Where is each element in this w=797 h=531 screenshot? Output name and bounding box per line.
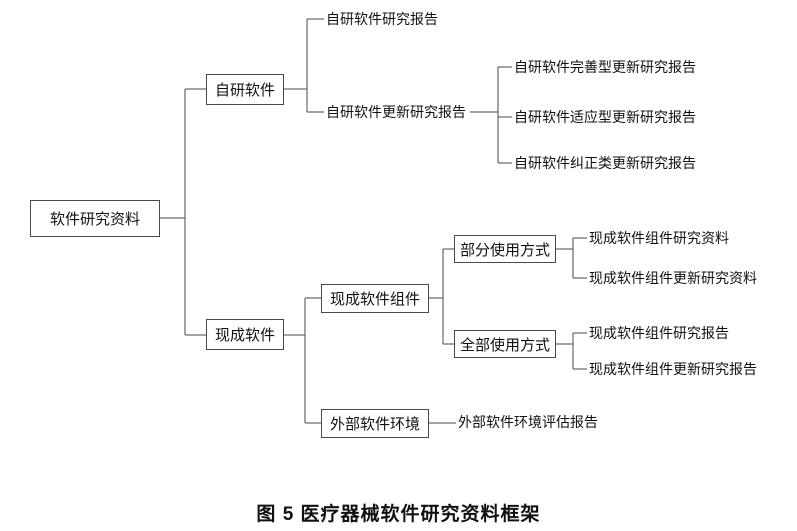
node-partial-use-mode: 部分使用方式 [454,235,556,263]
node-ots-component: 现成软件组件 [321,284,429,313]
node-ots-component-update-research-report: 现成软件组件更新研究报告 [589,361,757,377]
node-label-self-dev: 自研软件 [214,82,275,99]
node-self-developed-software: 自研软件 [206,74,284,105]
node-label-full-use: 全部使用方式 [459,336,550,354]
node-external-environment-assessment-report: 外部软件环境评估报告 [458,414,598,430]
node-ots-component-update-research-material: 现成软件组件更新研究资料 [589,270,757,286]
node-label-root: 软件研究资料 [49,211,140,228]
node-external-software-environment: 外部软件环境 [321,409,429,438]
node-label-partial-use: 部分使用方式 [459,241,550,259]
node-corrective-update-report: 自研软件纠正类更新研究报告 [514,155,696,171]
node-ots-component-research-material: 现成软件组件研究资料 [589,230,729,246]
node-perfective-update-report: 自研软件完善型更新研究报告 [514,59,696,75]
node-ots-component-research-report: 现成软件组件研究报告 [589,325,729,341]
node-off-the-shelf-software: 现成软件 [206,319,284,350]
node-adaptive-update-report: 自研软件适应型更新研究报告 [514,109,696,125]
node-full-use-mode: 全部使用方式 [454,330,556,358]
figure-caption: 图 5 医疗器械软件研究资料框架 [256,504,541,525]
node-label-off-the-shelf: 现成软件 [214,327,275,344]
node-label-ots-component: 现成软件组件 [329,291,420,308]
node-self-dev-research-report: 自研软件研究报告 [326,11,438,27]
node-software-research-materials: 软件研究资料 [30,200,160,237]
node-label-ext-env: 外部软件环境 [329,416,420,433]
connector-paths [160,18,587,424]
node-self-dev-update-research-report: 自研软件更新研究报告 [326,104,466,120]
